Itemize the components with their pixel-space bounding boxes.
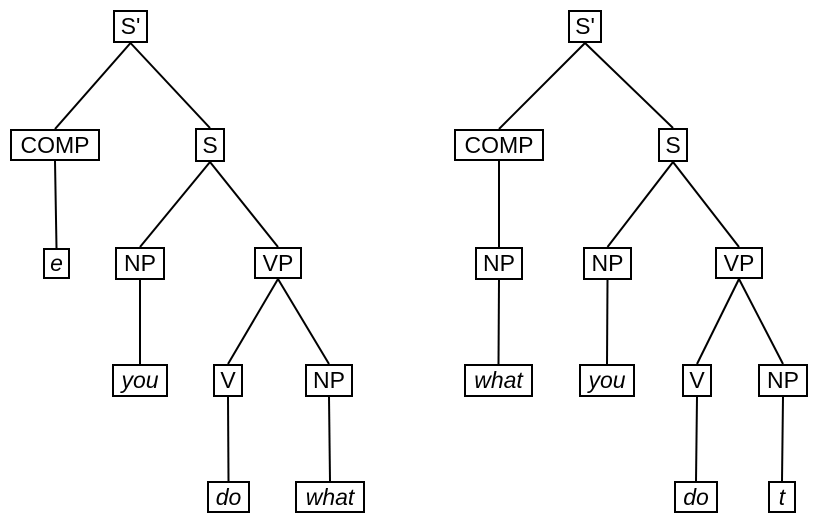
tree-edge-L-VP-to-L-NPobj	[277, 278, 330, 365]
tree-edge-R-Sbar-to-R-S	[584, 42, 674, 129]
tree-edge-R-Sbar-to-R-COMP	[498, 42, 586, 130]
tree-node-R-t: t	[768, 481, 796, 513]
tree-node-L-what: what	[295, 481, 365, 513]
tree-node-R-NPobj: NP	[758, 364, 808, 397]
tree-edge-R-S-to-R-NPsubj	[606, 161, 674, 248]
tree-node-L-e: e	[43, 248, 70, 279]
tree-edge-L-Sbar-to-L-COMP	[54, 42, 132, 130]
tree-node-R-NPcomp: NP	[475, 247, 523, 280]
tree-edge-R-VP-to-R-NPobj	[738, 278, 784, 365]
tree-edge-L-NPobj-to-L-what	[328, 396, 331, 482]
tree-node-L-do: do	[207, 481, 250, 513]
tree-edge-L-S-to-L-NPsubj	[139, 161, 211, 248]
tree-node-L-V: V	[213, 364, 243, 397]
tree-edge-R-NPobj-to-R-t	[781, 396, 784, 482]
tree-edge-L-Sbar-to-L-S	[129, 42, 211, 129]
tree-node-L-NPobj: NP	[305, 364, 353, 397]
tree-node-L-VP: VP	[254, 247, 302, 279]
tree-node-R-what: what	[464, 364, 533, 397]
tree-node-R-Sbar: S'	[568, 10, 602, 43]
tree-edge-R-V-to-R-do	[695, 396, 698, 482]
tree-edge-L-VP-to-L-V	[227, 278, 279, 365]
tree-node-L-S: S	[195, 128, 225, 162]
tree-edge-R-NPcomp-to-R-what	[497, 279, 500, 365]
tree-node-R-you: you	[579, 364, 635, 397]
tree-edge-R-S-to-R-VP	[672, 161, 740, 248]
tree-node-R-COMP: COMP	[454, 129, 544, 161]
tree-edge-L-S-to-L-VP	[209, 161, 279, 248]
tree-node-L-COMP: COMP	[10, 129, 100, 161]
tree-node-L-you: you	[112, 364, 168, 397]
tree-edge-L-COMP-to-L-e	[54, 160, 58, 249]
tree-node-L-Sbar: S'	[113, 10, 148, 43]
tree-node-R-S: S	[658, 128, 688, 162]
tree-node-L-NPsubj: NP	[115, 247, 165, 280]
tree-node-R-NPsubj: NP	[583, 247, 632, 280]
tree-node-R-VP: VP	[715, 247, 763, 279]
tree-node-R-do: do	[674, 481, 718, 513]
tree-node-R-V: V	[682, 364, 712, 397]
tree-edge-R-NPsubj-to-R-you	[606, 279, 609, 365]
tree-edge-R-VP-to-R-V	[696, 278, 740, 365]
tree-edge-L-V-to-L-do	[227, 396, 230, 482]
